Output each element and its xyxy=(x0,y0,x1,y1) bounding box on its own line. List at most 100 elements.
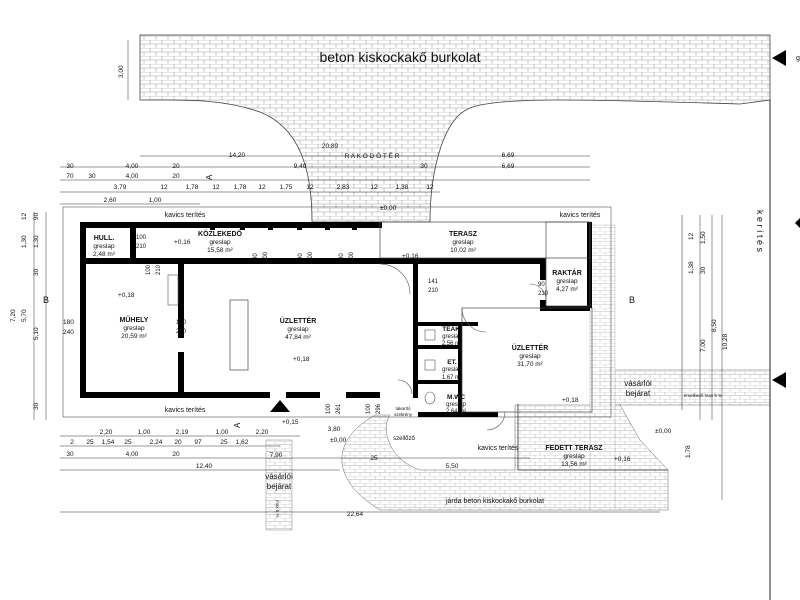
svg-text:+0,18: +0,18 xyxy=(118,292,135,299)
svg-text:1,78: 1,78 xyxy=(685,445,692,458)
shelf xyxy=(167,274,179,306)
dimension-lines xyxy=(33,40,723,513)
svg-text:7,20: 7,20 xyxy=(10,309,17,322)
lower-ramp-note: max 5 % xyxy=(275,500,280,518)
svg-text:10,28: 10,28 xyxy=(722,333,729,350)
svg-text:2,64 m²: 2,64 m² xyxy=(446,409,466,415)
svg-text:9,40: 9,40 xyxy=(294,163,307,170)
svg-text:12: 12 xyxy=(426,184,434,191)
svg-text:20: 20 xyxy=(172,451,180,458)
svg-text:25: 25 xyxy=(370,455,378,462)
svg-text:greslap: greslap xyxy=(93,243,115,250)
svg-text:150: 150 xyxy=(176,320,187,326)
svg-text:12: 12 xyxy=(160,184,168,191)
svg-text:FEDETT TERASZ: FEDETT TERASZ xyxy=(545,445,603,452)
gravel-label-bottom-right: kavics terítés xyxy=(478,445,519,452)
section-a-bottom: A xyxy=(233,422,242,428)
section-b-right: B xyxy=(629,295,635,305)
svg-text:1,00: 1,00 xyxy=(149,197,162,204)
bottom-dimensions: 2,20 1,00 2,19 1,00 2,20 3,80 2 25 1,54 … xyxy=(66,426,458,518)
top-dimensions: 20,89 14,20 30 4,00 20 9,40 30 6,69 70 3… xyxy=(66,65,514,204)
svg-text:1,75: 1,75 xyxy=(280,184,293,191)
svg-text:20,89: 20,89 xyxy=(322,143,339,150)
entrance-right-2: bejárat xyxy=(626,389,651,398)
vent-label: szellőző xyxy=(393,436,415,442)
svg-text:31,70 m²: 31,70 m² xyxy=(517,361,543,368)
svg-text:25: 25 xyxy=(124,439,132,446)
svg-text:25: 25 xyxy=(220,439,228,446)
svg-text:15,58 m²: 15,58 m² xyxy=(207,247,233,254)
svg-text:1,50: 1,50 xyxy=(700,231,707,244)
svg-text:30: 30 xyxy=(420,163,428,170)
svg-text:5,50: 5,50 xyxy=(446,463,459,470)
section-a-top: A xyxy=(205,174,214,180)
thin-outlines xyxy=(379,221,593,413)
room-hull: HULL. greslap 2,48 m² xyxy=(93,235,116,258)
svg-text:180: 180 xyxy=(63,319,74,326)
svg-text:greslap: greslap xyxy=(563,453,585,460)
svg-text:90: 90 xyxy=(538,282,545,288)
svg-text:12: 12 xyxy=(306,184,314,191)
fence-label: k e r í t é s xyxy=(755,210,765,253)
room-uzletter-2: ÜZLETTÉR greslap 31,70 m² xyxy=(512,343,549,368)
svg-text:200: 200 xyxy=(263,251,269,262)
walls xyxy=(80,222,592,417)
svg-text:+0,18: +0,18 xyxy=(293,356,310,363)
entry-arrow-top-right xyxy=(772,50,786,66)
svg-text:7,90: 7,90 xyxy=(270,452,283,459)
svg-text:greslap: greslap xyxy=(452,239,474,246)
svg-text:KÖZLEKEDŐ: KÖZLEKEDŐ xyxy=(198,229,243,238)
svg-text:1,67 m²: 1,67 m² xyxy=(442,375,462,381)
section-b-left: B xyxy=(43,295,49,305)
entrance-bottom-2: bejárat xyxy=(267,482,292,491)
room-fedett-terasz: FEDETT TERASZ greslap 13,56 m² xyxy=(545,445,603,468)
svg-text:ÜZLETTÉR: ÜZLETTÉR xyxy=(512,343,549,352)
svg-text:240: 240 xyxy=(63,329,74,336)
edge-letter: g xyxy=(796,55,800,62)
svg-text:200: 200 xyxy=(349,251,355,262)
svg-text:2: 2 xyxy=(70,439,74,446)
wall-stubs xyxy=(210,222,357,230)
svg-text:3,80: 3,80 xyxy=(328,426,341,433)
svg-text:±0,00: ±0,00 xyxy=(655,428,672,435)
svg-text:5,70: 5,70 xyxy=(21,309,28,322)
svg-text:+0,15: +0,15 xyxy=(282,419,299,426)
svg-text:4,00: 4,00 xyxy=(126,173,139,180)
svg-text:13,56 m²: 13,56 m² xyxy=(561,461,587,468)
svg-text:2,48 m²: 2,48 m² xyxy=(93,251,116,258)
gravel-label-top-right: kavics terítés xyxy=(560,212,601,219)
svg-text:TEAK.: TEAK. xyxy=(442,326,462,333)
svg-text:7,00: 7,00 xyxy=(700,339,707,352)
svg-text:±0,00: ±0,00 xyxy=(330,437,347,444)
svg-text:RAKTÁR: RAKTÁR xyxy=(552,268,582,277)
svg-text:200: 200 xyxy=(308,251,314,262)
svg-text:90: 90 xyxy=(298,253,304,260)
covered-terrace-outline xyxy=(517,404,668,471)
svg-text:14,20: 14,20 xyxy=(229,152,246,159)
svg-text:100: 100 xyxy=(326,403,332,414)
svg-text:1,30: 1,30 xyxy=(33,235,40,248)
entrance-bottom-1: vásárlói xyxy=(265,472,293,481)
svg-text:greslap: greslap xyxy=(519,353,541,360)
svg-text:TERASZ: TERASZ xyxy=(449,231,478,238)
svg-text:ÜZLETTÉR: ÜZLETTÉR xyxy=(280,316,317,325)
svg-text:30: 30 xyxy=(33,268,40,276)
cleaning-cabinet-1: takarító xyxy=(395,406,411,411)
room-uzletter-1: ÜZLETTÉR greslap 47,84 m² xyxy=(280,316,317,341)
room-mwc: M.WC greslap 2,64 m² xyxy=(446,394,467,415)
gravel-outline xyxy=(62,206,612,418)
svg-text:6,69: 6,69 xyxy=(502,152,515,159)
level-marks: ±0,00 +0,16 +0,16 +0,18 +0,18 +0,18 +0,1… xyxy=(118,205,672,463)
entry-arrow-bottom xyxy=(270,400,290,412)
svg-text:2,19: 2,19 xyxy=(176,429,189,436)
svg-text:ET.: ET. xyxy=(447,359,457,366)
svg-text:MŰHELY: MŰHELY xyxy=(120,315,149,324)
svg-text:90: 90 xyxy=(253,253,259,260)
svg-text:+0,16: +0,16 xyxy=(614,456,631,463)
svg-text:90: 90 xyxy=(339,253,345,260)
svg-text:100: 100 xyxy=(366,403,372,414)
svg-text:greslap: greslap xyxy=(556,278,578,285)
svg-text:20: 20 xyxy=(174,439,182,446)
svg-text:22,64: 22,64 xyxy=(347,511,364,518)
svg-text:141: 141 xyxy=(428,279,439,285)
